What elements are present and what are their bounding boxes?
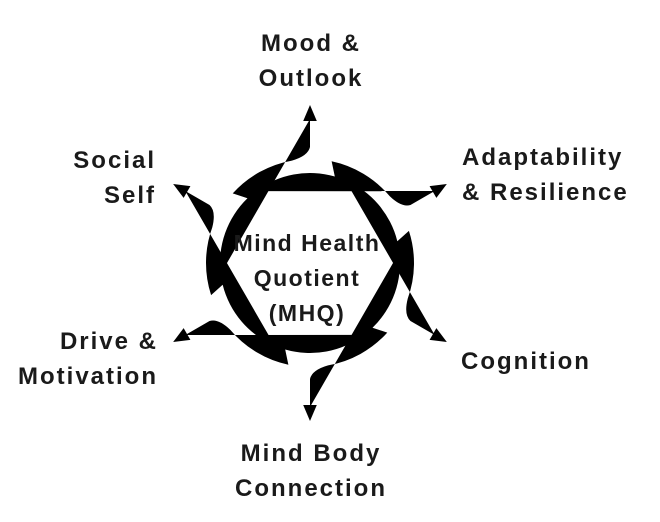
center-title: Mind Health Quotient (MHQ) bbox=[234, 226, 381, 331]
center-title-line1: Mind Health bbox=[233, 230, 381, 256]
label-social-self-line2: Self bbox=[103, 182, 156, 209]
label-cognition-line1: Cognition bbox=[461, 348, 591, 375]
label-social-self: Social Self bbox=[73, 143, 156, 213]
label-drive-motivation-line2: Motivation bbox=[18, 363, 158, 390]
label-adaptability-resilience-line2: & Resilience bbox=[462, 179, 629, 206]
label-mind-body-connection: Mind Body Connection bbox=[235, 436, 387, 506]
center-title-line3: (MHQ) bbox=[268, 300, 346, 326]
label-mood-outlook: Mood & Outlook bbox=[259, 26, 364, 96]
label-mood-outlook-line1: Mood & bbox=[261, 30, 361, 57]
center-title-line2: Quotient bbox=[253, 265, 361, 291]
label-drive-motivation-line1: Drive & bbox=[59, 328, 158, 355]
label-social-self-line1: Social bbox=[73, 147, 156, 174]
label-drive-motivation: Drive & Motivation bbox=[18, 324, 158, 394]
label-mood-outlook-line2: Outlook bbox=[258, 65, 364, 92]
label-adaptability-resilience-line1: Adaptability bbox=[462, 144, 624, 171]
label-cognition: Cognition bbox=[461, 344, 591, 379]
label-mind-body-connection-line2: Connection bbox=[235, 475, 387, 502]
label-adaptability-resilience: Adaptability & Resilience bbox=[462, 140, 629, 210]
label-mind-body-connection-line1: Mind Body bbox=[240, 440, 382, 467]
